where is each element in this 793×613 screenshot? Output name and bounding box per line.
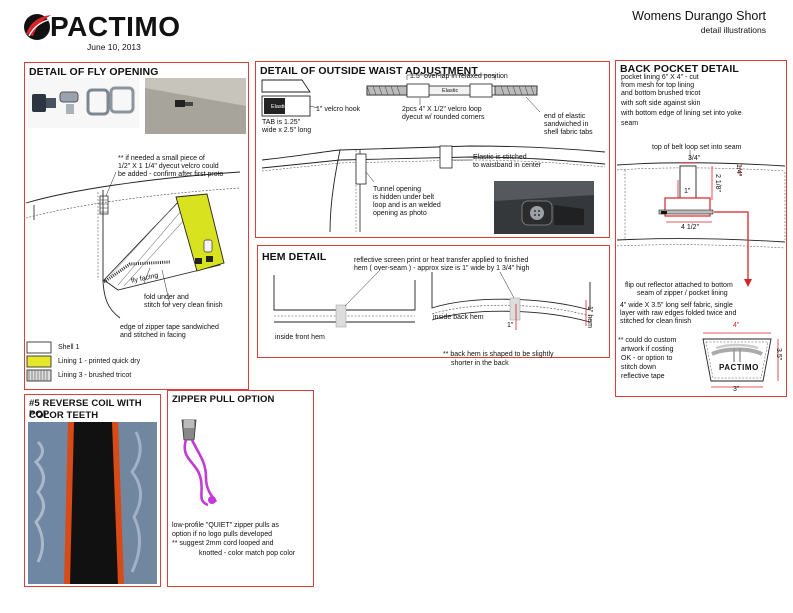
document-title: Womens Durango Short [632,9,766,23]
pocket-lining-1: pocket lining 6" X 4" - cut [621,74,699,81]
pocket-lining-3: and bottom brushed tricot [621,90,701,97]
hem-one-inch-hem: 1" hem [586,306,593,328]
hem-one-inch-dim: 1" [507,322,514,329]
waist-elastic-label: Elastic [271,104,288,110]
reflector-tag-brand: PACTIMO [719,363,759,372]
waist-loop-note-1: 2pcs 4" X 1/2" velcro loop [402,106,482,113]
zipper-pull-text-1: low-profile "QUIET" zipper pulls as [172,522,279,529]
pocket-lining-4: with soft side against skin [621,100,701,107]
zipper-pull-text-3: ** suggest 2mm cord looped and [172,540,274,547]
pocket-self-fabric-3: stitched for clean finish [620,318,692,325]
zipper-pull-panel: ZIPPER PULL OPTION [167,390,314,587]
hem-reflective-note-1: reflective screen print or heat transfer… [354,257,529,264]
pocket-dim-1: 1" [684,188,691,195]
waist-elastic-strip-label: Elastic [442,88,459,94]
waist-adjustment-title: DETAIL OF OUTSIDE WAIST ADJUSTMENT [260,65,478,77]
hem-detail-panel: HEM DETAIL [257,245,610,358]
waist-tunnel-note-2: is hidden under belt [373,194,435,201]
pocket-dim-3: 3" [733,386,740,393]
pocket-dim-14: 1/4" [735,164,742,177]
pocket-custom-1: ** could do custom [618,337,677,344]
reverse-coil-title-1: #5 REVERSE COIL WITH POP [29,398,142,420]
hem-reflective-note-2: hem ( over-seam ) - approx size is 1" wi… [354,265,530,272]
reverse-coil-title-2: COLOR TEETH [29,410,99,421]
waist-tunnel-note-3: loop and is an welded [373,202,441,209]
brand-name: PACTIMO [50,11,181,42]
zipper-pull-title: ZIPPER PULL OPTION [172,394,275,405]
fly-velcro-note-2: 1/2" X 1 1/4" dyecut velcro could [118,163,219,170]
hem-back-note-1: ** back hem is shaped to be slightly [443,351,554,358]
legend-shell: Shell 1 [58,344,80,351]
waist-tunnel-note-1: Tunnel opening [373,186,422,193]
waist-end-elastic-2: sandwiched in [544,121,589,128]
fly-fold-note-1: fold under and [144,294,189,301]
fly-opening-title: DETAIL OF FLY OPENING [29,66,159,78]
pocket-custom-2: artwork if costing [621,346,674,353]
legend-lining-3: Lining 3 - brushed tricot [58,372,132,379]
reverse-coil-panel: #5 REVERSE COIL WITH POP COLOR TEETH [24,394,161,587]
pocket-self-fabric-1: 4" wide X 3.5" long self fabric, single [620,302,733,309]
hook-hardware-photo [26,78,139,128]
pocket-lining-5: with bottom edge of lining set into yoke [621,110,742,117]
fly-fabric-photo [145,78,246,134]
pocket-flipout-1: flip out reflector attached to bottom [625,282,733,289]
fly-velcro-note-3: be added - confirm after first proto [118,171,224,178]
waist-loop-note-2: dyecut w/ rounded corners [402,114,485,121]
waist-velcro-hook-note: 1" velcro hook [316,106,361,113]
back-pocket-title: BACK POCKET DETAIL [620,63,739,75]
waist-tab-note-1: TAB is 1.25" [262,119,301,126]
pocket-lining-6: seam [621,120,639,127]
legend-lining-1: Lining 1 - printed quick dry [58,358,141,365]
waist-adjustment-panel: DETAIL OF OUTSIDE WAIST ADJUSTMENT [255,61,610,238]
tunnel-opening-photo [494,181,594,234]
pocket-belt-loop-note: top of belt loop set into seam [652,144,742,151]
waist-overlap-note: 1.5" over-lap in relaxed position [410,73,508,80]
waist-stitched-note-2: to waistband in center [473,162,542,169]
waist-end-elastic-1: end of elastic [544,113,586,120]
pocket-custom-4: stitch down [621,364,657,371]
zipper-pull-text-4: knotted - color match pop color [199,550,296,557]
hem-back-note-2: shorter in the back [451,360,509,367]
waist-tunnel-note-4: opening as photo [373,210,427,217]
fly-zip-note-1: edge of zipper tape sandwiched [120,324,219,331]
pocket-dim-35: 3.5" [775,348,782,361]
pocket-self-fabric-2: layer with raw edges folded twice and [620,310,737,317]
document-date: June 10, 2013 [87,42,141,52]
fly-velcro-note-1: ** if needed a small piece of [118,155,205,162]
pocket-dim-4: 4" [733,322,740,329]
pocket-dim-412: 4 1/2" [681,224,700,231]
hem-detail-title: HEM DETAIL [262,251,327,263]
zipper-pull-text-2: option if no logo pulls developed [172,531,273,538]
hem-back-label: inside back hem [433,314,484,321]
fly-opening-panel: DETAIL OF FLY OPENING [24,62,249,390]
brand-logo [24,12,51,40]
fly-fold-note-2: stitch for very clean finish [144,302,223,309]
pocket-flipout-2: seam of zipper / pocket lining [637,290,728,297]
pocket-lining-2: from mesh for top lining [621,82,695,89]
pocket-dim-34: 3/4" [688,155,701,162]
pocket-custom-3: OK - or option to [621,355,673,362]
back-pocket-panel: BACK POCKET DETAIL [615,60,787,397]
hem-front-label: inside front hem [275,334,325,341]
reverse-coil-photo [28,422,157,584]
waist-tab-note-2: wide x 2.5" long [262,127,312,134]
pocket-custom-5: reflective tape [621,373,665,380]
waist-stitched-note-1: Elastic is stitched [473,154,527,161]
waist-end-elastic-3: shell fabric tabs [544,129,593,136]
fly-zip-note-2: and stitched in facing [120,332,186,339]
document-subtitle: detail illustrations [700,25,766,35]
pocket-dim-218: 2 1/8" [714,174,721,193]
